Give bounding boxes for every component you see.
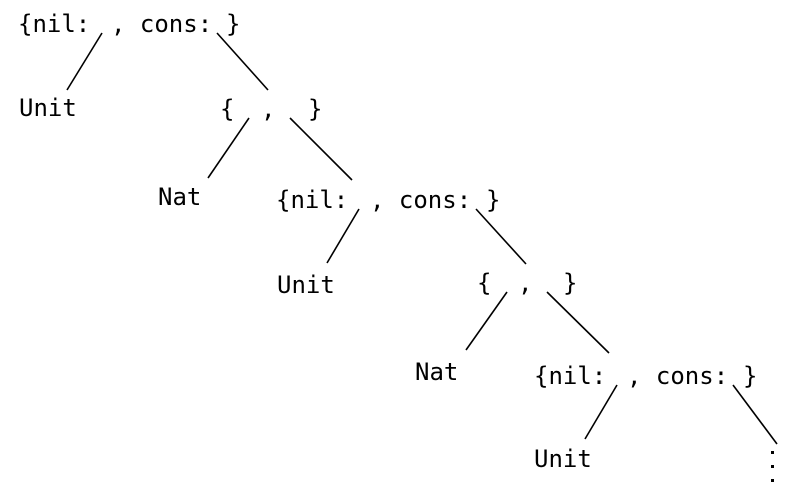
- pair-open-brace: {: [477, 269, 491, 297]
- pair-open-brace: {: [220, 95, 234, 123]
- edge-cons-to-continuation: [732, 384, 778, 445]
- edge-pair-to-nat: [207, 117, 250, 179]
- variant-open-nil: {nil:: [18, 10, 90, 38]
- nat-leaf: Nat: [158, 183, 201, 211]
- edge-cons-to-pair: [216, 32, 269, 91]
- unit-leaf: Unit: [19, 94, 77, 122]
- pair-node-level-4: { , }: [477, 269, 577, 297]
- variant-open-nil: {nil:: [534, 362, 606, 390]
- unit-leaf: Unit: [534, 445, 592, 473]
- variant-close-brace: }: [486, 186, 500, 214]
- variant-cons-label: , cons:: [111, 10, 212, 38]
- pair-comma: ,: [261, 95, 275, 123]
- vertical-ellipsis-icon: [771, 451, 774, 482]
- variant-open-nil: {nil:: [276, 186, 348, 214]
- pair-comma: ,: [518, 269, 532, 297]
- edge-pair-to-nat: [465, 291, 508, 351]
- unit-leaf: Unit: [277, 271, 335, 299]
- variant-node-level-1: {nil: , cons: }: [18, 10, 240, 38]
- variant-node-level-3: {nil: , cons: }: [276, 186, 500, 214]
- pair-node-level-2: { , }: [220, 95, 322, 123]
- nat-leaf: Nat: [415, 358, 458, 386]
- variant-close-brace: }: [226, 10, 240, 38]
- edge-pair-to-variant: [546, 291, 610, 354]
- variant-cons-label: , cons:: [370, 186, 471, 214]
- variant-node-level-5: {nil: , cons: }: [534, 362, 757, 390]
- edge-nil-to-unit: [66, 32, 103, 91]
- variant-close-brace: }: [743, 362, 757, 390]
- edge-nil-to-unit: [326, 208, 360, 264]
- edge-nil-to-unit: [584, 384, 618, 440]
- variant-cons-label: , cons:: [627, 362, 728, 390]
- edge-cons-to-pair: [475, 208, 527, 265]
- edge-pair-to-variant: [289, 117, 353, 181]
- pair-close-brace: }: [563, 269, 577, 297]
- pair-close-brace: }: [308, 95, 322, 123]
